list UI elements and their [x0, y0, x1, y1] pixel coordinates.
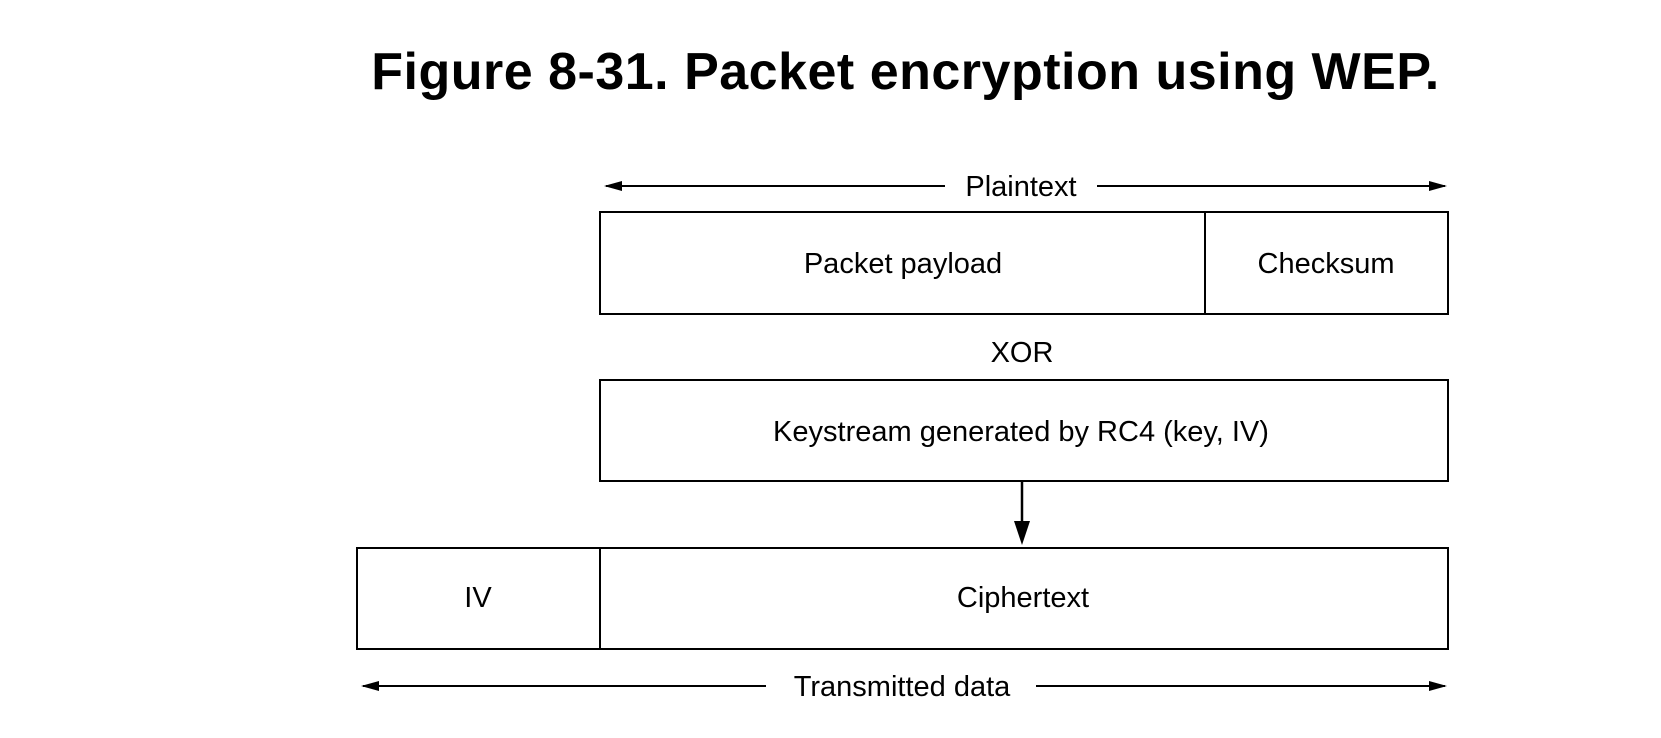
keystream-label: Keystream generated by RC4 (key, IV): [773, 416, 1269, 448]
transmitted-data-label: Transmitted data: [794, 671, 1011, 703]
transmitted-span-arrow: Transmitted data: [361, 671, 1447, 703]
keystream-to-ciphertext-arrow: [1014, 481, 1030, 545]
figure-title: Figure 8-31. Packet encryption using WEP…: [371, 43, 1440, 101]
transmitted-row: IV Ciphertext: [356, 547, 1449, 650]
ciphertext-label: Ciphertext: [957, 582, 1089, 614]
xor-label: XOR: [991, 337, 1054, 369]
checksum-label: Checksum: [1258, 248, 1395, 280]
plaintext-label: Plaintext: [965, 171, 1076, 203]
iv-label: IV: [464, 582, 492, 614]
packet-payload-label: Packet payload: [804, 248, 1002, 280]
transmitted-arrow-left-head: [361, 681, 379, 691]
plaintext-arrow-left-head: [604, 181, 622, 191]
down-arrow-head: [1014, 521, 1030, 545]
plaintext-row: Packet payload Checksum: [599, 211, 1449, 315]
plaintext-row-box: [599, 211, 1449, 315]
transmitted-arrow-right-head: [1429, 681, 1447, 691]
transmitted-row-box: [356, 547, 1449, 650]
keystream-box: [599, 379, 1449, 482]
keystream-row: Keystream generated by RC4 (key, IV): [599, 379, 1449, 482]
plaintext-arrow-right-head: [1429, 181, 1447, 191]
plaintext-span-arrow: Plaintext: [604, 171, 1447, 203]
